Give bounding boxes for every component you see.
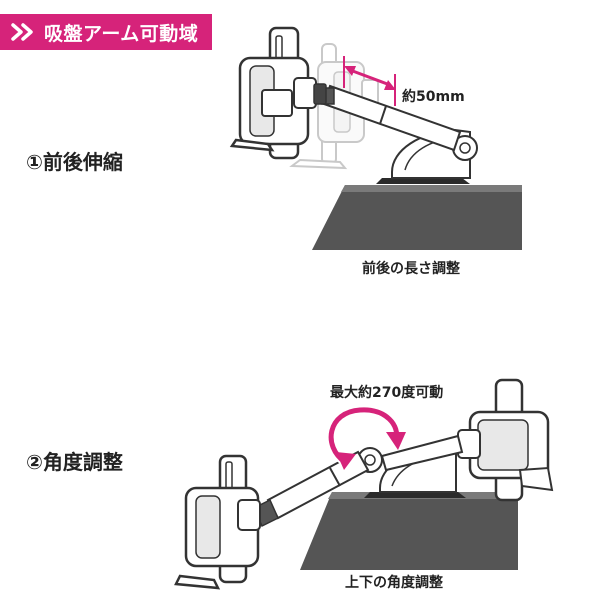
rotation-arrow	[326, 405, 406, 470]
header-title: 吸盤アーム可動域	[44, 22, 199, 45]
section-label-extension: ①前後伸縮	[26, 150, 123, 174]
header-badge: 吸盤アーム可動域	[0, 14, 212, 50]
phone-holder-2-right	[457, 378, 554, 502]
dashboard-block-1	[312, 185, 522, 250]
suction-base-2	[357, 434, 466, 498]
dashboard-block-2	[300, 492, 518, 570]
extension-dimension-label: 約50mm	[402, 89, 465, 105]
phone-holder-2-left	[174, 454, 261, 590]
section-label-angle: ②角度調整	[26, 450, 123, 474]
caption-angle: 上下の角度調整	[345, 575, 443, 591]
caption-extension: 前後の長さ調整	[362, 261, 460, 277]
angle-dimension-label: 最大約270度可動	[330, 385, 444, 401]
double-chevron-right-icon	[11, 23, 33, 41]
extension-dimension-arrow	[343, 56, 396, 106]
phone-holder-1	[229, 26, 327, 160]
